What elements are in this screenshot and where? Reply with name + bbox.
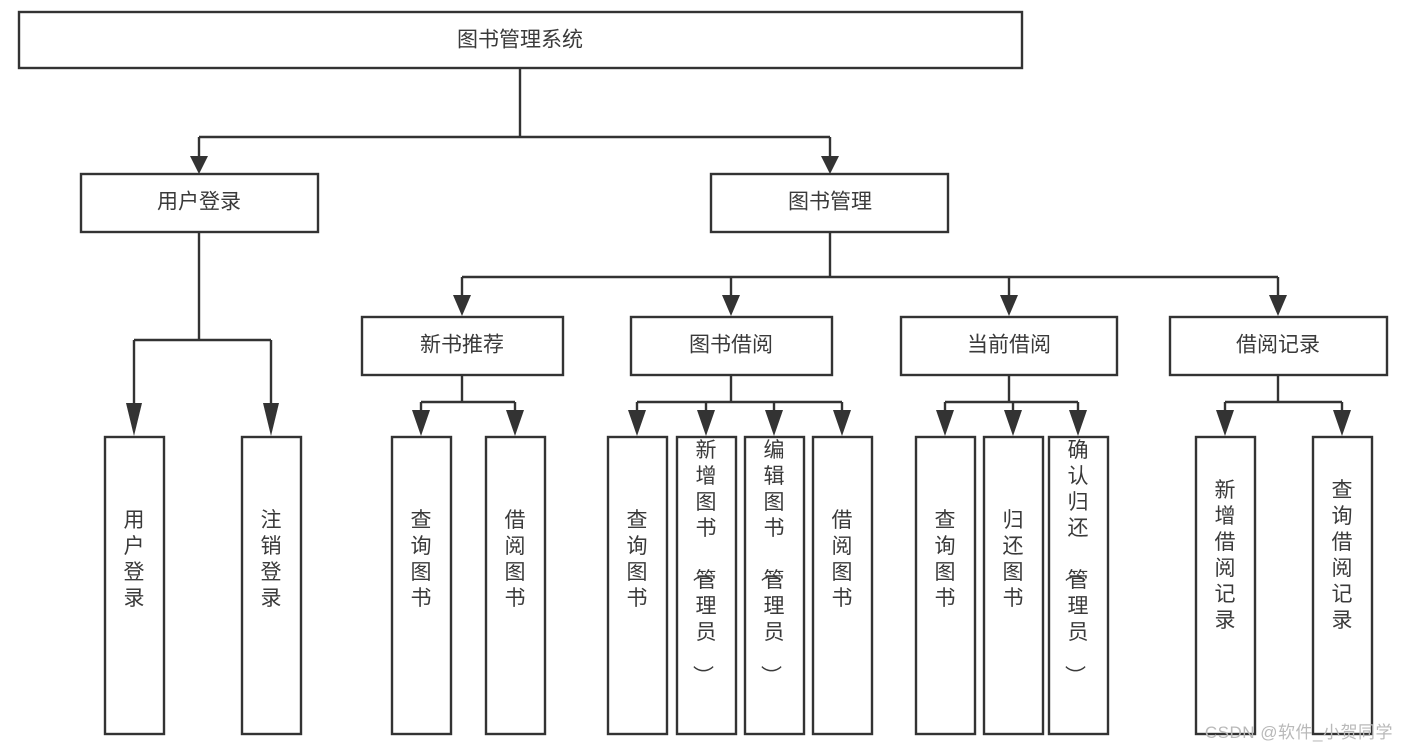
arrowhead-leaf-logout-login: [263, 403, 279, 436]
arrowhead-user-login: [190, 156, 208, 174]
leaf-user-login[interactable]: 用户登录: [103, 435, 166, 736]
leaf-add-record-box[interactable]: [1194, 435, 1257, 736]
leaf-query-book-2-label: 查询图书: [627, 509, 648, 610]
leaf-query-book-1-box[interactable]: [390, 435, 453, 736]
arrowhead-book-borrow: [722, 295, 740, 316]
leaf-query-record-box[interactable]: [1311, 435, 1374, 736]
arrowhead-book-manage: [821, 156, 839, 174]
node-user-login-label: 用户登录: [157, 191, 241, 214]
node-root-label: 图书管理系统: [457, 29, 583, 52]
node-user-login[interactable]: 用户登录: [79, 172, 320, 234]
leaf-add-book[interactable]: 新增图书（管理员）: [675, 435, 738, 736]
node-borrow-record-box[interactable]: [1168, 315, 1389, 377]
node-book-borrow-box[interactable]: [629, 315, 834, 377]
leaf-query-book-2-box[interactable]: [606, 435, 669, 736]
leaf-query-book-1[interactable]: 查询图书: [390, 435, 453, 736]
node-root-box[interactable]: [17, 10, 1024, 70]
arrowhead-leaf-query-record: [1333, 410, 1351, 436]
node-borrow-record[interactable]: 借阅记录: [1168, 315, 1389, 377]
leaf-return-book-label: 归还图书: [1003, 509, 1024, 610]
leaf-edit-book-box[interactable]: [743, 435, 806, 736]
arrowhead-leaf-add-book: [697, 410, 715, 436]
leaf-borrow-book-2-label: 借阅图书: [832, 509, 853, 610]
arrowhead-current-borrow: [1000, 295, 1018, 316]
leaf-add-book-label: 新增图书（管理员）: [691, 439, 717, 686]
arrowhead-leaf-query-book-2: [628, 410, 646, 436]
node-current-borrow[interactable]: 当前借阅: [899, 315, 1119, 377]
leaf-borrow-book-1[interactable]: 借阅图书: [484, 435, 547, 736]
node-book-manage-label: 图书管理: [788, 191, 872, 214]
node-current-borrow-box[interactable]: [899, 315, 1119, 377]
node-book-borrow-label: 图书借阅: [689, 334, 773, 357]
leaf-query-record[interactable]: 查询借阅记录: [1311, 435, 1374, 736]
arrowhead-leaf-user-login: [126, 403, 142, 436]
node-new-book-recommend-label: 新书推荐: [420, 334, 504, 357]
node-book-manage-box[interactable]: [709, 172, 950, 234]
arrowhead-leaf-edit-book: [765, 410, 783, 436]
node-new-book-recommend[interactable]: 新书推荐: [360, 315, 565, 377]
leaf-add-book-box[interactable]: [675, 435, 738, 736]
leaf-confirm-return-label: 确认归还（管理员）: [1063, 439, 1089, 686]
node-book-borrow[interactable]: 图书借阅: [629, 315, 834, 377]
node-book-manage[interactable]: 图书管理: [709, 172, 950, 234]
leaf-return-book[interactable]: 归还图书: [982, 435, 1045, 736]
leaf-query-book-1-label: 查询图书: [411, 509, 432, 610]
node-borrow-record-label: 借阅记录: [1236, 334, 1320, 357]
leaf-query-book-3-label: 查询图书: [935, 509, 956, 610]
leaf-user-login-box[interactable]: [103, 435, 166, 736]
leaf-confirm-return-box[interactable]: [1047, 435, 1110, 736]
leaf-user-login-label: 用户登录: [124, 509, 145, 610]
node-user-login-box[interactable]: [79, 172, 320, 234]
leaf-borrow-book-1-box[interactable]: [484, 435, 547, 736]
arrowhead-leaf-return-book: [1004, 410, 1022, 436]
node-new-book-recommend-box[interactable]: [360, 315, 565, 377]
leaf-query-book-3[interactable]: 查询图书: [914, 435, 977, 736]
node-root[interactable]: 图书管理系统: [17, 10, 1024, 70]
leaf-edit-book-label: 编辑图书（管理员）: [759, 439, 785, 686]
leaf-return-book-box[interactable]: [982, 435, 1045, 736]
arrowhead-leaf-query-book-3: [936, 410, 954, 436]
leaf-query-book-2[interactable]: 查询图书: [606, 435, 669, 736]
leaf-borrow-book-1-label: 借阅图书: [505, 509, 526, 610]
arrowhead-leaf-borrow-book-2: [833, 410, 851, 436]
leaf-add-record-label: 新增借阅记录: [1215, 479, 1236, 632]
leaf-borrow-book-2-box[interactable]: [811, 435, 874, 736]
leaf-query-book-3-box[interactable]: [914, 435, 977, 736]
leaf-query-record-label: 查询借阅记录: [1332, 479, 1353, 632]
arrowhead-leaf-add-record: [1216, 410, 1234, 436]
leaf-logout-login[interactable]: 注销登录: [240, 435, 303, 736]
node-current-borrow-label: 当前借阅: [967, 334, 1051, 357]
leaf-add-record[interactable]: 新增借阅记录: [1194, 435, 1257, 736]
arrowhead-borrow-record: [1269, 295, 1287, 316]
arrowhead-leaf-borrow-book-1: [506, 410, 524, 436]
arrowhead-leaf-confirm-return: [1069, 410, 1087, 436]
arrowhead-new-book-recommend: [453, 295, 471, 316]
leaf-logout-login-label: 注销登录: [261, 509, 282, 610]
leaf-edit-book[interactable]: 编辑图书（管理员）: [743, 435, 806, 736]
leaf-logout-login-box[interactable]: [240, 435, 303, 736]
connector-layer: [126, 68, 1351, 436]
arrowhead-leaf-query-book-1: [412, 410, 430, 436]
leaf-borrow-book-2[interactable]: 借阅图书: [811, 435, 874, 736]
leaf-confirm-return[interactable]: 确认归还（管理员）: [1047, 435, 1110, 736]
